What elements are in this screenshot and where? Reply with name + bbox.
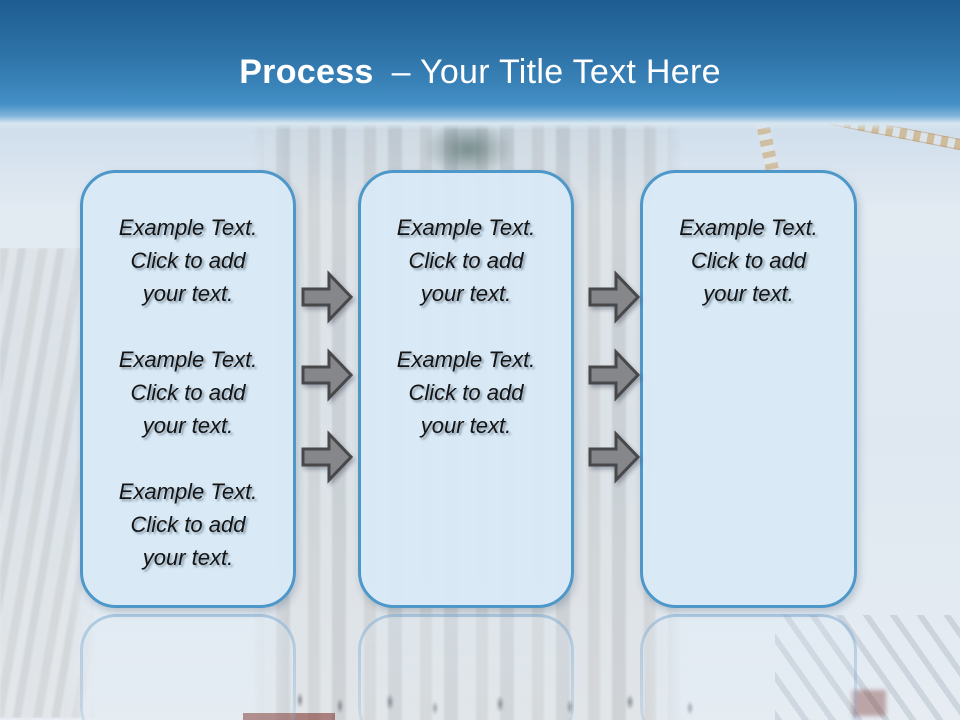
flow-arrow-icon[interactable] [588, 429, 640, 485]
box-reflection-1 [80, 614, 296, 720]
placeholder-text[interactable]: Example Text. Click to add your text. [118, 347, 258, 438]
box-reflection-2 [358, 614, 574, 720]
flow-arrow-icon[interactable] [301, 429, 353, 485]
slide-header: Process – Your Title Text Here [0, 0, 960, 130]
process-box-3[interactable]: Example Text. Click to add your text. [640, 170, 857, 608]
slide-title-subtitle: – Your Title Text Here [391, 53, 721, 91]
flow-arrow-icon[interactable] [588, 269, 640, 325]
placeholder-text[interactable]: Example Text. Click to add your text. [396, 347, 536, 438]
placeholder-text[interactable]: Example Text. Click to add your text. [396, 215, 536, 306]
photo-scaffolding [775, 615, 960, 720]
placeholder-text[interactable]: Example Text. Click to add your text. [679, 215, 818, 306]
process-box-2[interactable]: Example Text. Click to add your text. Ex… [358, 170, 574, 608]
slide-title[interactable]: Process – Your Title Text Here [0, 52, 960, 92]
process-box-1[interactable]: Example Text. Click to add your text. Ex… [80, 170, 296, 608]
box-reflection-3 [640, 614, 857, 720]
flow-arrow-icon[interactable] [301, 347, 353, 403]
flow-arrow-icon[interactable] [588, 347, 640, 403]
placeholder-text[interactable]: Example Text. Click to add your text. [118, 479, 258, 570]
photo-bottom-detail-2 [852, 690, 886, 716]
slide-title-keyword: Process [239, 53, 374, 91]
flow-arrow-icon[interactable] [301, 269, 353, 325]
placeholder-text[interactable]: Example Text. Click to add your text. [118, 215, 258, 306]
